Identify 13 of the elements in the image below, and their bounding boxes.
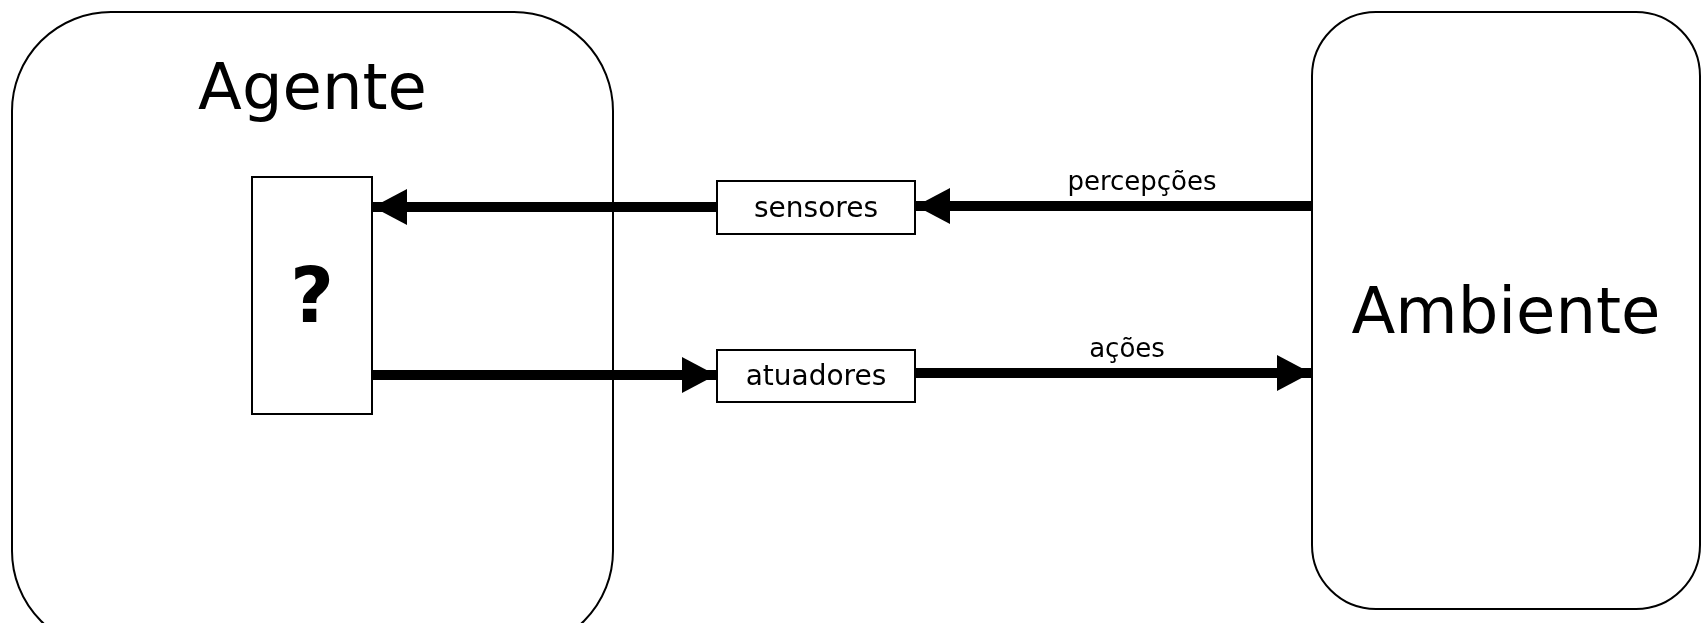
arrow	[373, 189, 716, 225]
arrow	[916, 355, 1311, 391]
arrow	[373, 357, 716, 393]
box-label: sensores	[754, 193, 878, 222]
arrow	[916, 188, 1311, 224]
actuator-box	[716, 349, 916, 403]
environment-box	[1311, 11, 1701, 610]
sensor-box	[716, 180, 916, 235]
process-box	[251, 176, 373, 415]
question-mark: ?	[289, 257, 335, 334]
agent-box	[11, 11, 614, 623]
box-label: atuadores	[745, 362, 887, 390]
title-text: Ambiente	[1351, 278, 1661, 343]
